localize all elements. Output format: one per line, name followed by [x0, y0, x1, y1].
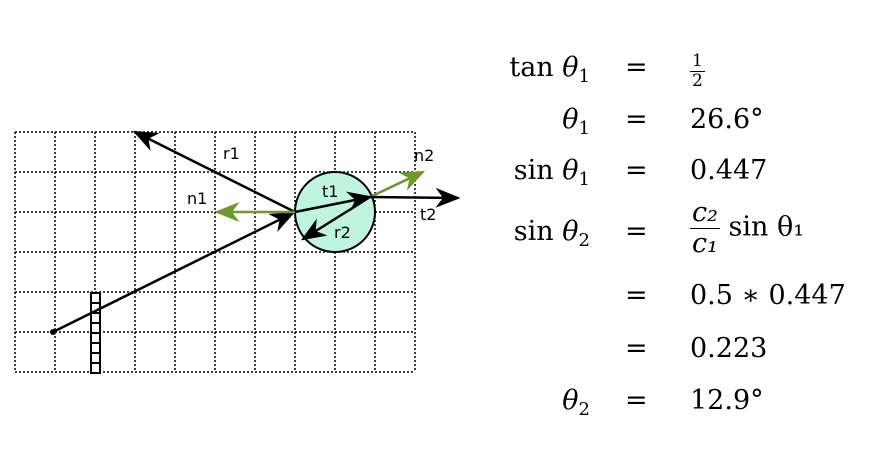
eq2-rhs: 26.6° [690, 104, 764, 135]
label-r2: r2 [334, 223, 351, 242]
eq2-lhs: θ1 [562, 104, 590, 139]
eq7-lhs: θ2 [562, 385, 590, 420]
normal-n2 [369, 170, 426, 199]
label-n2: n2 [414, 146, 434, 165]
eq1-lhs: tan θ1 [509, 52, 590, 87]
eq6-rhs: 0.223 [690, 333, 768, 364]
eq2-equals: = [625, 104, 648, 135]
label-t1: t1 [322, 182, 338, 201]
pixel-cell [90, 292, 101, 304]
eq4-lhs: sin θ2 [513, 216, 590, 251]
eq6-equals: = [625, 333, 648, 364]
pixel-cell [90, 322, 101, 334]
eq4-equals: = [625, 216, 648, 247]
internal-reflection-r2 [300, 195, 371, 241]
ray-tracing-diagram: r1 n1 t1 r2 n2 t2 [14, 130, 461, 374]
eq3-rhs: 0.447 [690, 155, 768, 186]
eq3-lhs: sin θ1 [513, 155, 590, 190]
eq5-rhs: 0.5 ∗ 0.447 [690, 280, 846, 311]
pixel-cell [90, 352, 101, 364]
pixel-cell [90, 312, 101, 324]
primary-ray [52, 211, 296, 334]
eq3-equals: = [625, 155, 648, 186]
pixel-cell [90, 362, 101, 374]
eq1-equals: = [625, 52, 648, 83]
label-r1: r1 [223, 144, 240, 163]
eye-point [50, 329, 56, 335]
label-t2: t2 [420, 205, 436, 224]
pixel-cell [90, 342, 101, 354]
eq5-equals: = [625, 280, 648, 311]
eq7-equals: = [625, 385, 648, 416]
image-plane-pixels [90, 292, 101, 374]
label-n1: n1 [187, 189, 207, 208]
refracted-ray-t1 [294, 191, 373, 214]
pixel-cell [90, 332, 101, 344]
reflected-ray-r1 [132, 130, 296, 214]
transmitted-ray-t2 [369, 187, 461, 208]
eq7-rhs: 12.9° [690, 385, 764, 416]
